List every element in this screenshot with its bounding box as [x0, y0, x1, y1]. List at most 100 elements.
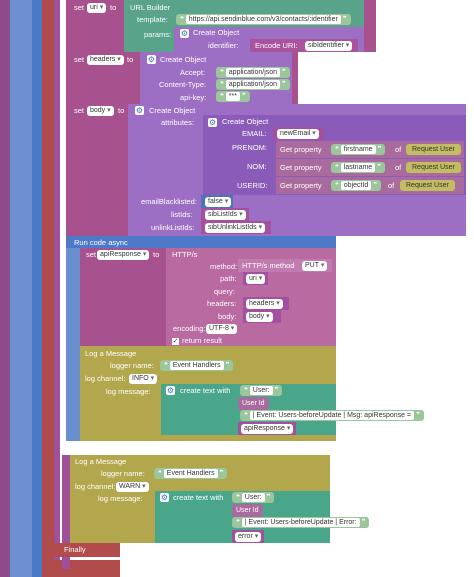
var-body-dropdown[interactable]: body: [87, 106, 114, 116]
to-label: to: [110, 3, 117, 12]
catch-with-error-label: Catch with error: [64, 444, 117, 453]
of-label-2: of: [395, 163, 402, 172]
unlink-list-ids-label: unlinkListIds:: [151, 223, 195, 232]
template-label: template:: [137, 15, 168, 24]
user-prefix-text[interactable]: ❝User:❞: [240, 385, 283, 396]
event-handlers-value-1[interactable]: Event Handlers: [169, 361, 224, 370]
api-key-label: api-key:: [180, 93, 207, 102]
user-id-block-2[interactable]: User Id: [232, 504, 263, 517]
api-key-text[interactable]: ❝***❞: [216, 91, 250, 102]
prenom-label: PRENOM:: [232, 143, 268, 152]
request-user-3[interactable]: Request User: [400, 180, 455, 191]
gear-icon[interactable]: ⚙: [166, 386, 175, 395]
to-label-3: to: [118, 106, 125, 115]
firstname-text[interactable]: ❝firstname❞: [331, 144, 386, 155]
warn-dropdown[interactable]: WARN: [116, 482, 149, 492]
error-dropdown[interactable]: error: [235, 532, 262, 542]
object-id-text[interactable]: ❝objectId❞: [331, 180, 382, 191]
https-label: HTTP/s: [172, 250, 198, 259]
encoding-label: encoding:: [173, 324, 206, 333]
content-type-text[interactable]: ❝application/json❞: [216, 79, 290, 90]
user-prefix-value-2[interactable]: User:: [241, 493, 265, 502]
catch-inner-stripe: [62, 455, 70, 543]
return-result-label: return result: [182, 336, 223, 345]
get-property-label-3: Get property: [280, 181, 322, 190]
event-msg-text-2[interactable]: ❝| Event: Users-beforeUpdate | Error:❞: [232, 517, 370, 528]
attributes-label: attributes:: [161, 118, 194, 127]
lastname-value[interactable]: lastname: [340, 163, 376, 172]
accept-label: Accept:: [180, 68, 206, 77]
lastname-text[interactable]: ❝lastname❞: [331, 162, 385, 173]
request-user-2[interactable]: Request User: [406, 162, 461, 173]
of-label-3: of: [388, 181, 395, 190]
finally-label: Finally: [64, 545, 86, 554]
log-channel-label-2: log channel:: [75, 482, 116, 491]
gear-icon[interactable]: ⚙: [160, 493, 169, 502]
return-result-checkbox[interactable]: ✓return result: [172, 336, 222, 346]
api-key-value[interactable]: ***: [225, 92, 240, 101]
of-label: of: [395, 145, 402, 154]
accept-value[interactable]: application/json: [225, 68, 281, 77]
template-value[interactable]: https://api.sendinblue.com/v3/contacts/:…: [185, 15, 341, 24]
new-email-dropdown[interactable]: newEmail: [277, 129, 319, 139]
outer-left-stripe: [0, 0, 10, 577]
api-response-dropdown[interactable]: apiResponse: [241, 424, 294, 434]
sib-list-ids-dropdown[interactable]: sibListIds: [205, 210, 246, 220]
sib-unlink-list-ids-dropdown[interactable]: sibUnlinkListIds: [205, 223, 266, 233]
gear-icon[interactable]: ⚙: [147, 55, 156, 64]
request-user-1[interactable]: Request User: [406, 144, 461, 155]
outer-left-stripe-2: [10, 0, 32, 577]
list-ids-label: listIds:: [171, 210, 193, 219]
firstname-value[interactable]: firstname: [340, 145, 376, 154]
create-text-label: create text with: [180, 386, 231, 395]
finally-bar[interactable]: [54, 543, 120, 557]
event-msg-text-1[interactable]: ❝| Event: Users-beforeUpdate | Msg: apiR…: [240, 410, 424, 421]
path-uri-dropdown[interactable]: uri: [246, 274, 266, 284]
info-dropdown[interactable]: INFO: [129, 374, 158, 384]
user-prefix-value[interactable]: User:: [249, 386, 273, 395]
var-uri-dropdown[interactable]: uri: [87, 3, 107, 13]
log-message-field-label-2: log message:: [98, 494, 143, 503]
content-type-label: Content-Type:: [159, 80, 207, 89]
sib-identifier-dropdown[interactable]: sibIdentifier: [305, 41, 353, 51]
content-type-value[interactable]: application/json: [225, 80, 281, 89]
logger-name-label-2: logger name:: [101, 469, 145, 478]
try-bottom: [54, 560, 120, 577]
set-label: set: [74, 3, 85, 12]
https-method-label: HTTP/s method: [242, 261, 295, 270]
template-text[interactable]: ❝https://api.sendinblue.com/v3/contacts/…: [176, 14, 351, 25]
object-id-value[interactable]: objectId: [340, 181, 372, 190]
accept-text[interactable]: ❝application/json❞: [216, 67, 290, 78]
false-dropdown[interactable]: false: [205, 197, 232, 207]
utf8-dropdown[interactable]: UTF-8: [206, 324, 238, 334]
email-label: EMAIL:: [242, 129, 267, 138]
event-msg-value-1[interactable]: | Event: Users-beforeUpdate | Msg: apiRe…: [249, 411, 415, 420]
create-text-label-2: create text with: [173, 493, 224, 502]
set-label-2: set: [74, 55, 85, 64]
event-handlers-value-2[interactable]: Event Handlers: [163, 469, 218, 478]
body-var-dropdown[interactable]: body: [246, 312, 273, 322]
gear-icon[interactable]: ⚙: [180, 29, 189, 38]
headers-var-dropdown[interactable]: headers: [246, 299, 283, 309]
user-prefix-text-2[interactable]: ❝User:❞: [232, 492, 275, 503]
event-handlers-text-1[interactable]: ❝Event Handlers❞: [160, 360, 234, 371]
gear-icon[interactable]: ⚙: [135, 106, 144, 115]
var-api-response-dropdown[interactable]: apiResponse: [97, 250, 150, 260]
create-object-label-2: Create Object: [160, 55, 207, 64]
get-property-label: Get property: [280, 145, 322, 154]
check-icon[interactable]: ✓: [172, 338, 179, 345]
put-dropdown[interactable]: PUT: [302, 261, 328, 271]
event-handlers-text-2[interactable]: ❝Event Handlers❞: [154, 468, 228, 479]
try-block-stripe: [42, 0, 54, 577]
event-msg-value-2[interactable]: | Event: Users-beforeUpdate | Error:: [241, 518, 360, 527]
outer-left-stripe-3: [32, 0, 42, 577]
user-id-block[interactable]: User Id: [238, 397, 269, 410]
identifier-label: identifier:: [208, 41, 239, 50]
var-headers-dropdown[interactable]: headers: [87, 55, 124, 65]
nom-label: NOM:: [247, 162, 267, 171]
encode-uri-label: Encode URI:: [255, 41, 298, 50]
gear-icon[interactable]: ⚙: [208, 118, 217, 127]
to-label-2: to: [127, 55, 134, 64]
userid-label: USERID:: [237, 181, 268, 190]
log-message-label-2: Log a Message: [75, 457, 127, 466]
